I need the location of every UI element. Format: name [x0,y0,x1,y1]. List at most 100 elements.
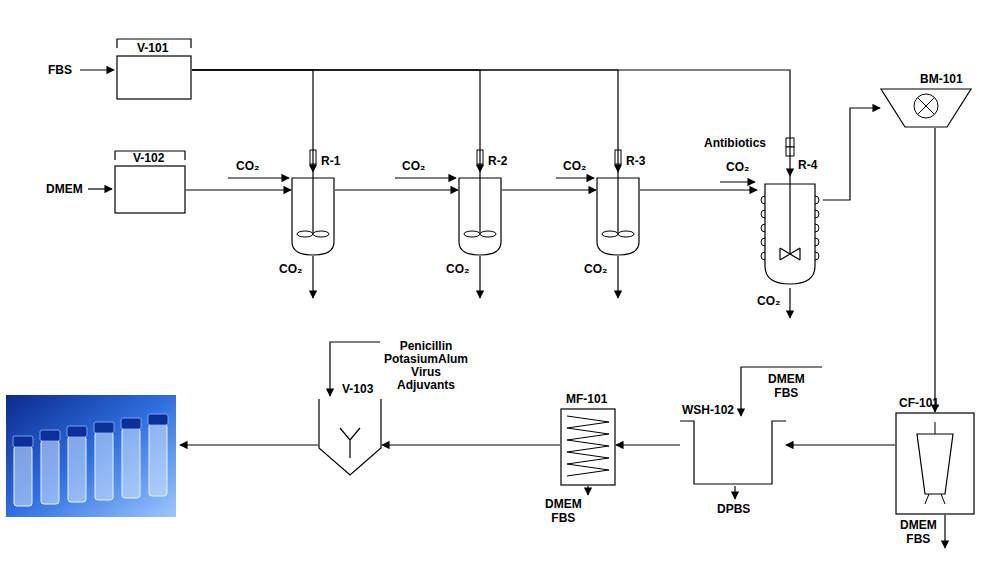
equipment-unit: R-2 [458,172,502,256]
drawing-part [617,256,618,298]
stream-label-holder: CO₂ [446,262,469,276]
stream-label-holder: CO₂ [726,160,749,174]
stream-label-holder: DMEM FBS [768,372,805,400]
equipment-tag: R-2 [488,154,507,168]
equipment-unit: BM-101 [880,88,972,128]
stream-label: DMEM FBS [545,497,582,525]
equipment-unit: R-4 [757,176,823,288]
stream-label: CO₂ [236,159,259,173]
drawing-part [14,424,167,506]
equipment-unit: WSH-102 [680,418,786,486]
drawing-part [94,422,114,433]
equipment-symbol [757,176,823,288]
equipment-unit: V-103 [318,398,382,476]
stream-label: CO₂ [584,262,607,276]
equipment-tag: MF-101 [566,392,607,406]
drawing-part [13,436,33,447]
drawing-part [319,399,381,475]
stream-label-holder: CO₂ [402,159,425,173]
drawing-part [88,188,112,189]
drawing-part [95,432,113,500]
drawing-part [395,177,456,178]
stream-label-holder: CO₂ [236,159,259,173]
equipment-symbol [560,408,616,486]
equipment-symbol [318,398,382,476]
drawing-part [925,422,945,504]
equipment-symbol [880,88,972,128]
equipment-tag: R-4 [798,158,817,172]
drawing-part [734,486,735,499]
equipment-symbol [895,412,975,515]
equipment-symbol [291,172,335,256]
process-stream [640,189,757,190]
drawing-part [13,414,168,447]
stream-label: DMEM FBS [768,372,805,400]
stream-label: FBS [48,63,72,77]
stream-label: CO₂ [446,262,469,276]
process-stream [934,128,935,412]
drawing-part [479,172,480,234]
stream-label: CO₂ [757,294,780,308]
process-stream [382,444,560,445]
equipment-tag: WSH-102 [682,403,734,417]
drawing-part [896,413,974,514]
equipment-symbol [680,418,786,486]
drawing-part [67,426,87,437]
drawing-part [312,172,313,234]
stream-label: DMEM FBS [900,518,937,546]
stream-label: CO₂ [726,160,749,174]
drawing-part [944,515,945,548]
equipment-unit: R-1 [291,172,335,256]
drawing-part [761,196,819,260]
process-stream [502,189,596,190]
stream-label: CO₂ [279,262,302,276]
drawing-part [14,446,32,506]
equipment-tag: R-1 [321,154,340,168]
drawing-part [789,288,790,318]
stream-label-holder: CO₂ [563,159,586,173]
drawing-part [918,98,934,114]
equipment-symbol [458,172,502,256]
stream-lines [80,70,945,548]
drawing-part [148,414,168,425]
stream-label: CO₂ [402,159,425,173]
drawing-part [313,231,329,237]
drawing-part [556,177,594,178]
stream-label-holder: DMEM FBS [545,497,582,525]
equipment-unit: CF-101 [895,412,975,515]
equipment-unit: MF-101 [560,408,616,486]
stream-label-holder: FBS [48,63,72,77]
equipment-tag: CF-101 [899,396,939,410]
process-stream [192,70,790,176]
stream-label-holder: CO₂ [279,262,302,276]
drawing-part [761,196,819,260]
stream-label: DMEM [46,182,83,196]
drawing-part [881,89,971,127]
process-stream [186,189,291,190]
equipment-symbol [596,172,640,256]
drawing-part [312,256,313,298]
drawing-part [720,181,755,182]
process-stream [823,108,880,200]
equipment-unit: V-102 [114,148,186,214]
stream-label-holder: DMEM FBS [900,518,937,546]
drawing-part [297,231,313,237]
drawing-part [41,440,59,504]
drawing-part [780,176,800,260]
stream-label-holder: CO₂ [757,294,780,308]
equipment-tag: V-103 [342,382,373,396]
process-stream [786,444,895,445]
drawing-part [480,231,496,237]
equipment-tag: V-102 [133,151,164,165]
drawing-part [228,177,289,178]
drawing-part [561,409,615,485]
drawing-part [914,94,938,118]
process-stream [335,189,458,190]
drawing-part [122,428,140,498]
process-stream [192,70,313,172]
stream-label: Penicillin PotasiumAlum Virus Adjuvants [384,340,468,392]
stream-label-holder: Penicillin PotasiumAlum Virus Adjuvants [384,340,468,392]
drawing-part [180,444,318,445]
equipment-unit: R-3 [596,172,640,256]
